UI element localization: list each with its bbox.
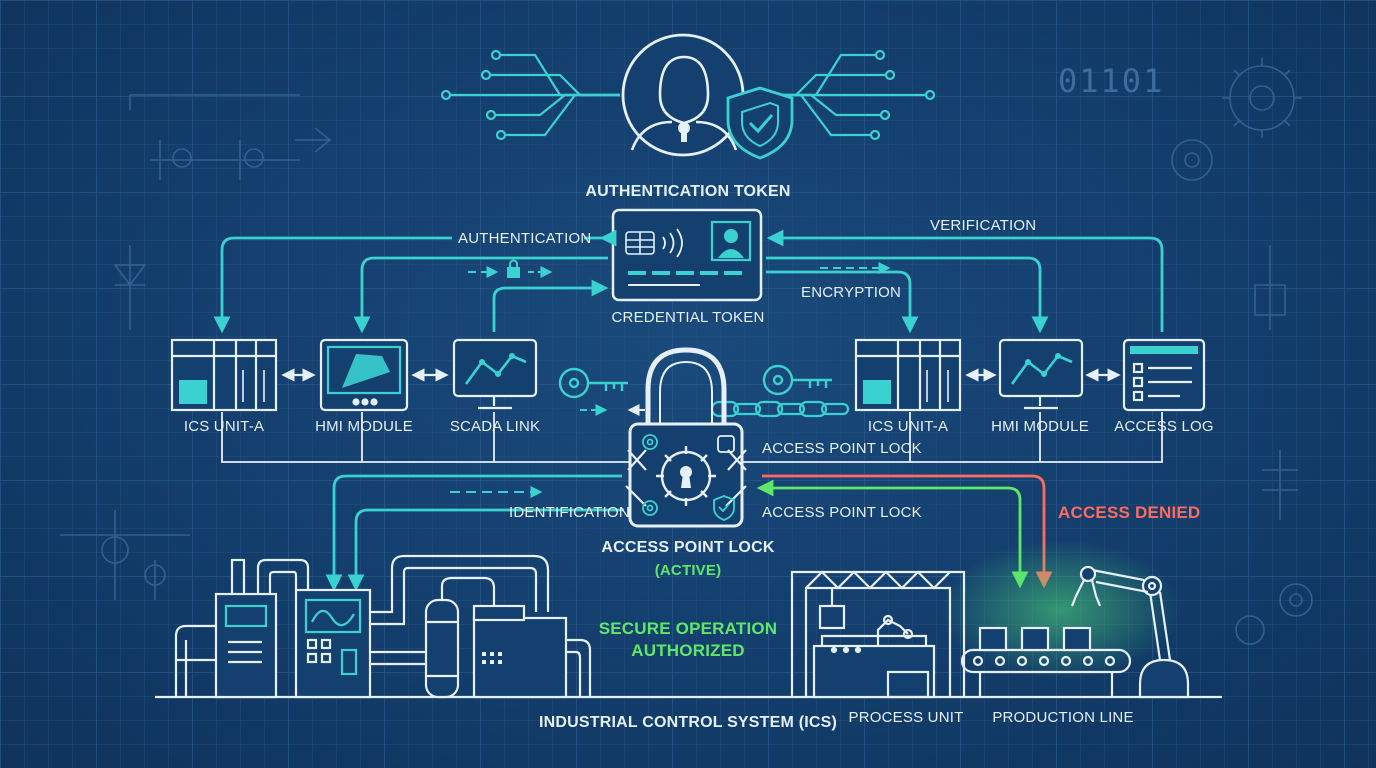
plant-monitor — [304, 598, 362, 634]
robot-arm-icon — [1070, 565, 1190, 699]
production-line-caption: PRODUCTION LINE — [992, 709, 1134, 726]
chip-icon — [625, 231, 655, 255]
pipe — [566, 638, 592, 697]
left-module-icons — [170, 338, 538, 412]
id-photo-icon — [710, 220, 752, 262]
server-rack-icon — [170, 338, 278, 412]
key-icon — [558, 367, 628, 399]
plant-chimney — [230, 558, 246, 598]
authentication-token-title: AUTHENTICATION TOKEN — [585, 183, 791, 200]
gear-icon — [642, 434, 658, 450]
pipe — [370, 650, 430, 666]
dashed-flow-indicators — [450, 259, 891, 498]
gear-icon — [642, 500, 658, 516]
gear-icon — [1171, 139, 1213, 181]
gear-icon — [656, 446, 716, 506]
pipe — [370, 554, 550, 626]
user-avatar-icon — [621, 33, 745, 157]
authentication-return-line — [353, 256, 608, 334]
encryption-flow-label: ENCRYPTION — [801, 284, 902, 301]
background-sketches — [60, 58, 1313, 645]
encryption-flow-line-2 — [766, 270, 919, 334]
server-rack-icon — [854, 338, 962, 412]
upper-flows — [222, 229, 1164, 334]
identification-flow-label: IDENTIFICATION — [509, 504, 630, 521]
verification-flow-line — [766, 229, 1164, 332]
process-unit-illustration — [790, 570, 966, 699]
hmi-display-icon — [319, 338, 409, 412]
shield-check-icon — [713, 495, 735, 521]
access-point-lock-title: ACCESS POINT LOCK — [601, 539, 775, 556]
access-glow — [940, 540, 1180, 680]
binary-decoration: 01101 — [1058, 62, 1165, 100]
industrial-plant-illustration — [174, 554, 592, 699]
key-icon — [762, 364, 832, 396]
credential-token-card — [611, 208, 763, 302]
identification-flow-line — [325, 474, 622, 592]
authentication-flow-label: AUTHENTICATION — [458, 230, 592, 247]
access-denied-label: ACCESS DENIED — [1058, 503, 1201, 522]
keypad-icon — [482, 652, 502, 664]
pipe — [174, 624, 216, 697]
circuit-traces-left — [440, 49, 620, 141]
monitor-chart-icon — [998, 338, 1084, 410]
process-tank — [424, 598, 460, 699]
access-point-lock-side-label-top: ACCESS POINT LOCK — [762, 440, 922, 457]
keyhole-icon — [678, 122, 690, 142]
left-module-label-scada: SCADA LINK — [449, 418, 541, 435]
right-module-icons — [854, 338, 1206, 412]
log-list-icon — [1122, 338, 1206, 412]
ics-system-caption: INDUSTRIAL CONTROL SYSTEM (ICS) — [538, 714, 838, 731]
gear-icon — [1222, 58, 1302, 138]
lower-flows — [325, 474, 1053, 592]
chain-icon — [710, 400, 850, 418]
scada-to-token-line — [492, 279, 609, 332]
credential-token-caption: CREDENTIAL TOKEN — [611, 309, 765, 326]
right-module-label-access-log: ACCESS LOG — [1114, 418, 1214, 435]
monitor-chart-icon — [452, 338, 538, 410]
left-module-label-ics-unit: ICS UNIT-A — [183, 418, 265, 435]
small-robot-arm-icon — [876, 614, 914, 646]
padlock-small-icon — [507, 259, 520, 278]
verification-flow-label: VERIFICATION — [930, 217, 1037, 234]
gear-icon — [1235, 583, 1313, 645]
encryption-flow-line — [766, 256, 1049, 334]
production-line-illustration — [960, 565, 1190, 699]
identification-loop-line — [347, 508, 624, 592]
process-unit-caption: PROCESS UNIT — [848, 709, 964, 726]
secure-operation-label: SECURE OPERATION — [598, 619, 778, 638]
access-point-lock-status: (ACTIVE) — [654, 562, 722, 579]
left-module-label-hmi: HMI MODULE — [315, 418, 413, 435]
pipe — [440, 576, 496, 618]
keyhole-icon — [680, 466, 692, 488]
contactless-icon — [662, 228, 683, 258]
right-module-label-ics-unit: ICS UNIT-A — [867, 418, 949, 435]
access-point-lock-side-label-bottom: ACCESS POINT LOCK — [762, 504, 922, 521]
right-module-label-hmi: HMI MODULE — [991, 418, 1089, 435]
access-point-padlock-icon — [625, 347, 747, 528]
shield-check-icon — [726, 86, 794, 160]
access-denied-flow-line — [762, 474, 1053, 589]
pipe — [256, 558, 310, 594]
authorized-label: AUTHORIZED — [631, 641, 745, 660]
access-granted-flow-line — [756, 479, 1029, 589]
